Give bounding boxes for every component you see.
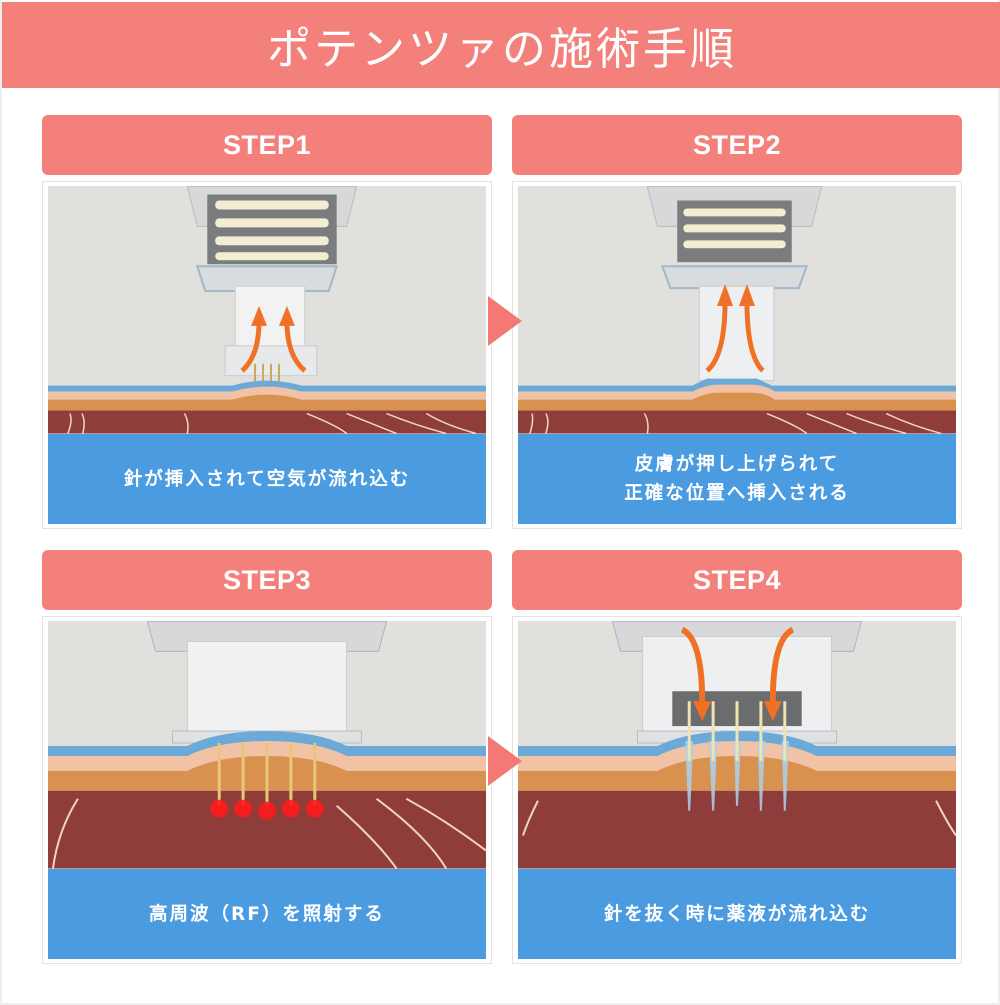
step-body: 針を抜く時に薬液が流れ込む	[512, 616, 962, 964]
caption-line: 高周波（RF）を照射する	[149, 903, 385, 925]
step-body: 針が挿入されて空気が流れ込む	[42, 181, 492, 529]
caption-line: 正確な位置へ挿入される	[624, 483, 850, 504]
step-card-3: STEP3 高周波（RF）を照射する	[42, 550, 492, 964]
caption-line: 針を抜く時に薬液が流れ込む	[603, 903, 871, 925]
medication-inflow-illustration	[518, 621, 956, 869]
step-body: 皮膚が押し上げられて 正確な位置へ挿入される	[512, 181, 962, 529]
caption-line: 皮膚が押し上げられて	[634, 454, 840, 475]
step-caption: 高周波（RF）を照射する	[48, 869, 486, 959]
step-caption: 針が挿入されて空気が流れ込む	[48, 434, 486, 524]
step-label: STEP3	[222, 564, 312, 595]
step-header: STEP1	[42, 115, 492, 175]
step-card-2: STEP2 皮膚が押し上げられて 正確な位置へ挿入される	[512, 115, 962, 529]
step-caption: 針を抜く時に薬液が流れ込む	[518, 869, 956, 959]
step-label: STEP1	[222, 129, 312, 160]
step-label: STEP4	[692, 564, 782, 595]
step-card-4: STEP4 針を抜く時に薬液が流れ込む	[512, 550, 962, 964]
step-body: 高周波（RF）を照射する	[42, 616, 492, 964]
needle-insertion-illustration	[48, 186, 486, 434]
step-label: STEP2	[692, 129, 782, 160]
step-header: STEP3	[42, 550, 492, 610]
page-title: ポテンツァの施術手順	[267, 24, 737, 75]
caption-line: 針が挿入されて空気が流れ込む	[123, 468, 411, 490]
step-header: STEP2	[512, 115, 962, 175]
step-header: STEP4	[512, 550, 962, 610]
triangle-right-icon	[488, 296, 522, 346]
triangle-right-icon	[488, 736, 522, 786]
step-caption: 皮膚が押し上げられて 正確な位置へ挿入される	[518, 434, 956, 524]
title-banner: ポテンツァの施術手順	[2, 2, 1000, 88]
step-card-1: STEP1	[42, 115, 492, 529]
skin-lifted-illustration	[518, 186, 956, 434]
rf-emission-illustration	[48, 621, 486, 869]
